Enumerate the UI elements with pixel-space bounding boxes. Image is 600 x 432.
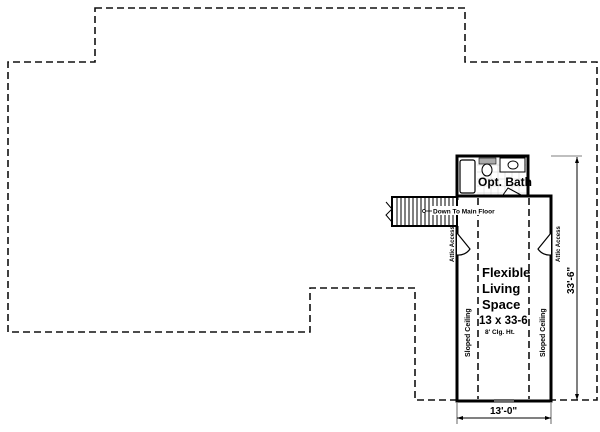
toilet-icon bbox=[481, 163, 493, 177]
toilet-tank-icon bbox=[478, 157, 497, 165]
stairs-arrow-icon bbox=[422, 209, 426, 213]
stairs[interactable]: Down To Main Floor bbox=[385, 196, 501, 227]
optional-bath: Opt. Bath bbox=[455, 154, 532, 198]
room-name-line2: Living bbox=[482, 281, 520, 296]
flexible-living-space: Flexible Living Space 13 x 33-6 8' Clg. … bbox=[450, 194, 562, 403]
room-name-line1: Flexible bbox=[482, 265, 530, 280]
sloped-ceiling-right-label: Sloped Ceiling bbox=[540, 308, 547, 357]
dimension-depth: 33'-6" bbox=[551, 155, 582, 400]
attic-access-left-door-icon bbox=[456, 232, 471, 256]
ceiling-height: 8' Clg. Ht. bbox=[485, 329, 515, 336]
bathtub-icon bbox=[459, 159, 476, 194]
stairs-label: Down To Main Floor bbox=[433, 209, 495, 216]
attic-access-right-label: Attic Access bbox=[556, 226, 562, 262]
attic-access-left-label: Attic Access bbox=[450, 226, 456, 262]
room-size: 13 x 33-6 bbox=[479, 315, 528, 327]
sink-icon bbox=[507, 160, 519, 170]
room-name-line3: Space bbox=[482, 297, 520, 312]
window-icon bbox=[494, 399, 514, 402]
dimension-depth-label: 33'-6" bbox=[566, 267, 577, 294]
attic-access-right-door-icon bbox=[537, 232, 552, 256]
dimension-width: 13'-0" bbox=[456, 403, 552, 424]
main-floor-outline bbox=[7, 7, 598, 401]
sloped-ceiling-left-label: Sloped Ceiling bbox=[465, 308, 472, 357]
bath-door-icon bbox=[502, 187, 522, 196]
bath-label: Opt. Bath bbox=[478, 175, 532, 189]
dimension-width-label: 13'-0" bbox=[490, 406, 517, 417]
